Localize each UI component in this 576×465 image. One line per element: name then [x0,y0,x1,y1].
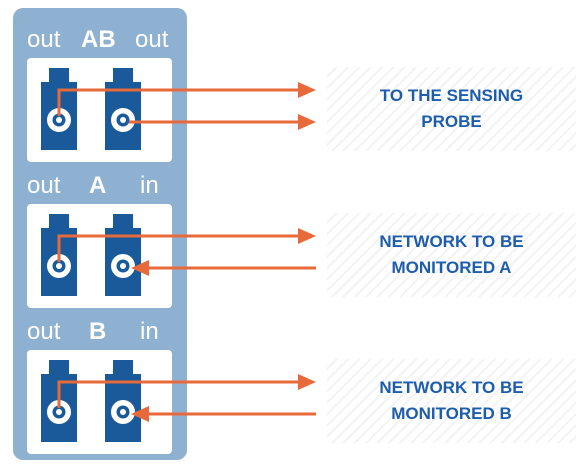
arrow-a-right [131,260,316,276]
connectors-layer [41,68,141,442]
lc-connector-ab-right [105,68,141,150]
description-network-b-text: NETWORK TO BE MONITORED B [379,378,524,423]
port-label-b-left: out [27,318,61,345]
description-network-b: NETWORK TO BE MONITORED B [327,359,576,443]
description-network-a-text: NETWORK TO BE MONITORED A [379,232,524,277]
port-label-ab-center: AB [81,26,116,53]
description-sensing-probe: TO THE SENSING PROBE [327,67,576,151]
arrows-layer [57,82,316,422]
arrow-ab-left [57,82,316,116]
description-sensing-probe-text: TO THE SENSING PROBE [379,86,524,131]
port-label-b-right: in [140,318,159,345]
port-label-a-left: out [27,172,61,199]
arrow-b-right [131,406,316,422]
arrow-ab-right [129,114,316,130]
arrow-b-left [57,374,316,408]
port-label-ab-left: out [27,26,61,53]
port-label-a-right: in [140,172,159,199]
port-label-a-center: A [89,172,107,199]
lc-connector-b-right [105,360,141,442]
description-network-a: NETWORK TO BE MONITORED A [327,213,576,297]
port-label-ab-right: out [135,26,169,53]
lc-connector-a-right [105,214,141,296]
arrow-a-left [57,228,316,262]
port-label-b-center: B [89,318,107,345]
